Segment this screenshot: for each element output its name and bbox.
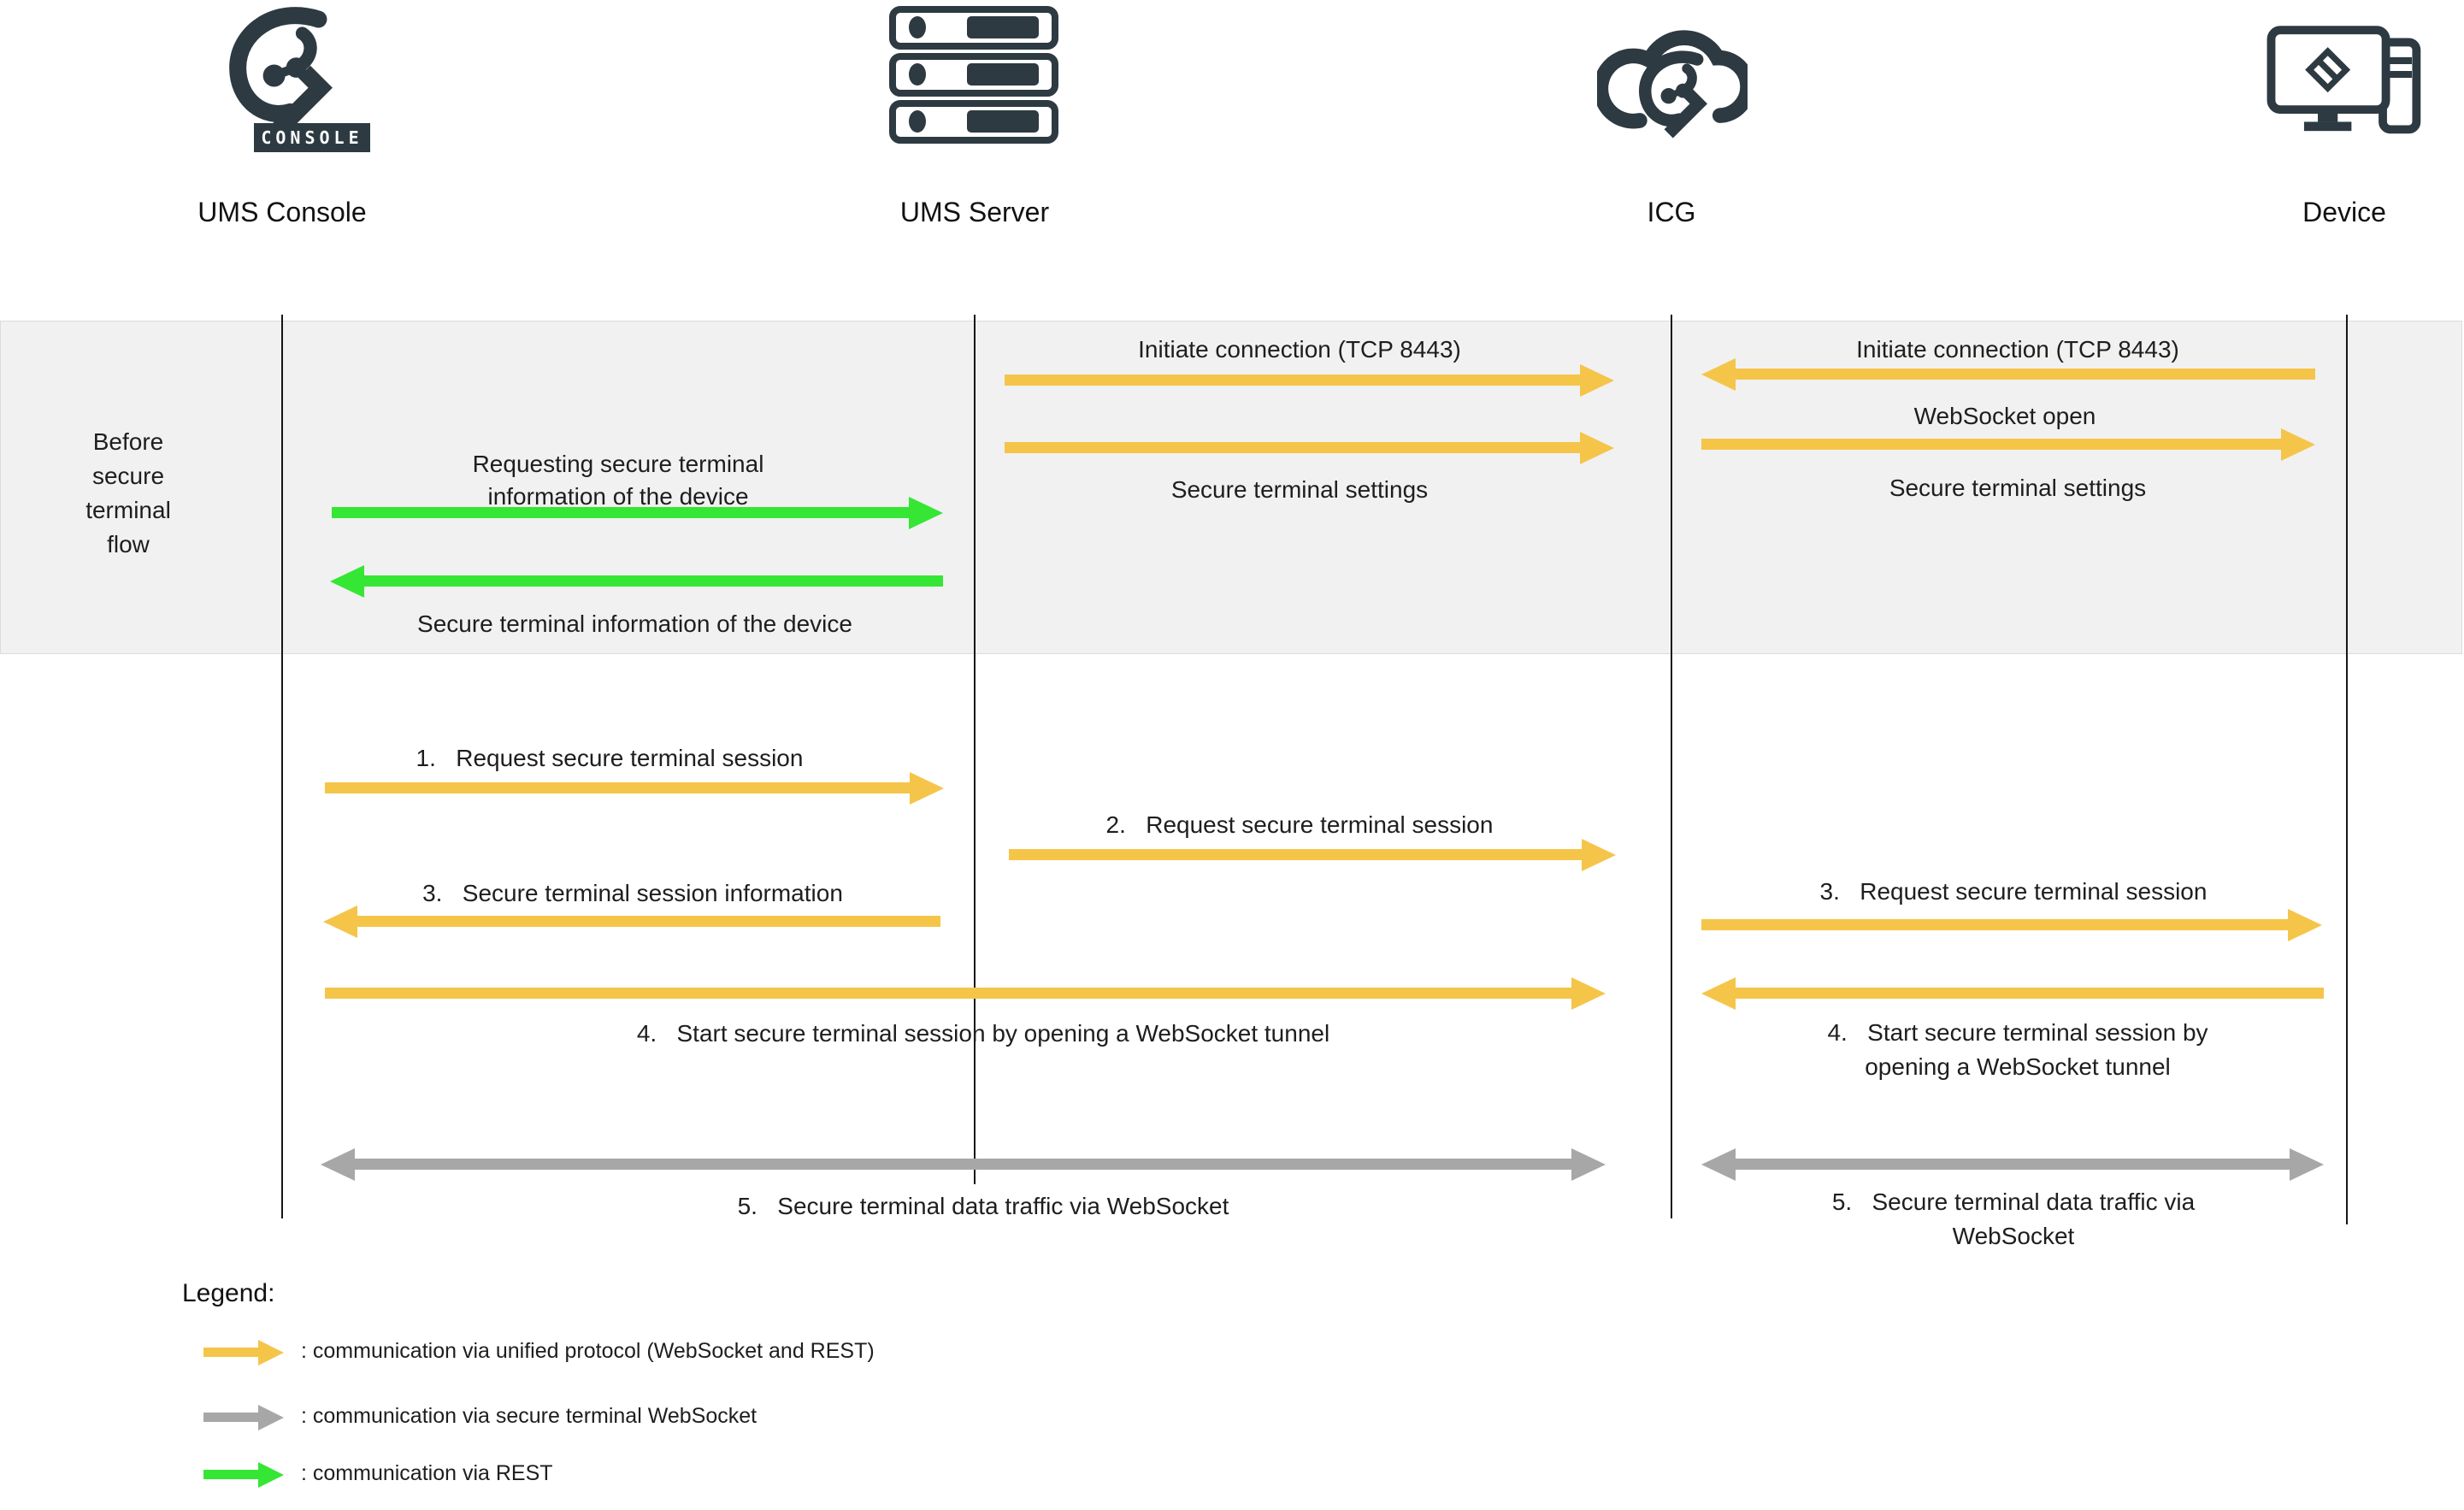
arrow-settings-mid: [1005, 442, 1580, 453]
legend-title: Legend:: [182, 1279, 275, 1307]
entity-label-device: Device: [2302, 197, 2386, 227]
lifeline-ums-console: [281, 315, 283, 1218]
legend-green-arrow-icon: [203, 1470, 258, 1479]
arrow-info-return: [364, 575, 943, 587]
ums-console-logo-icon: [229, 7, 333, 140]
msg-initiate-mid: Initiate connection (TCP 8443): [1138, 336, 1461, 363]
arrow-step3-right: [1701, 919, 2288, 930]
entity-label-ums-console: UMS Console: [197, 197, 367, 227]
arrow-step4-right: [1736, 988, 2324, 999]
arrow-settings-right: [1701, 439, 2281, 450]
msg-step1: 1. Request secure terminal session: [416, 745, 804, 771]
msg-info-return: Secure terminal information of the devic…: [417, 610, 852, 637]
arrow-step1: [325, 782, 910, 793]
console-badge: CONSOLE: [254, 123, 370, 152]
msg-settings-mid: Secure terminal settings: [1170, 476, 1429, 503]
msg-settings-right: Secure terminal settings: [1889, 475, 2147, 501]
lifeline-device: [2346, 315, 2348, 1224]
msg-initiate-right: Initiate connection (TCP 8443): [1856, 336, 2179, 363]
msg-step2: 2. Request secure terminal session: [1105, 811, 1494, 838]
msg-step3-right: 3. Request secure terminal session: [1819, 878, 2208, 905]
msg-requesting-info: Requesting secure terminal information o…: [472, 451, 764, 510]
legend-gray-arrow-icon: [203, 1413, 258, 1422]
msg-step5-left: 5. Secure terminal data traffic via WebS…: [737, 1193, 1229, 1219]
legend-item-rest: : communication via REST: [301, 1461, 553, 1485]
msg-step5-right: 5. Secure terminal data traffic via WebS…: [1831, 1189, 2196, 1249]
lifeline-ums-server: [974, 315, 976, 1184]
icg-cloud-icon: [1597, 30, 1748, 139]
arrow-step2: [1009, 849, 1582, 860]
entity-label-ums-server: UMS Server: [899, 197, 1050, 227]
device-icon: [2267, 26, 2421, 134]
msg-websocket-open: WebSocket open: [1913, 403, 2096, 429]
legend-yellow-arrow-icon: [203, 1348, 258, 1357]
entity-label-icg: ICG: [1647, 197, 1696, 227]
msg-step4-left: 4. Start secure terminal session by open…: [636, 1020, 1330, 1047]
arrow-step5-right: [1736, 1159, 2290, 1170]
legend-item-secure-ws: : communication via secure terminal WebS…: [301, 1404, 757, 1428]
arrow-initiate-mid: [1005, 375, 1580, 386]
arrow-requesting-info: [332, 507, 909, 518]
arrow-initiate-right: [1736, 369, 2315, 380]
arrow-step4-left: [325, 988, 1571, 999]
msg-step3-left: 3. Secure terminal session information: [422, 880, 843, 906]
arrow-step5-left: [355, 1159, 1571, 1170]
msg-step4-right: 4. Start secure terminal session by open…: [1827, 1019, 2208, 1080]
phase-label: Before secure terminal flow: [85, 428, 171, 557]
legend-item-unified: : communication via unified protocol (We…: [301, 1339, 875, 1363]
arrow-step3-left: [357, 916, 940, 927]
ums-server-icon: [889, 6, 1058, 144]
lifeline-icg: [1671, 315, 1672, 1218]
